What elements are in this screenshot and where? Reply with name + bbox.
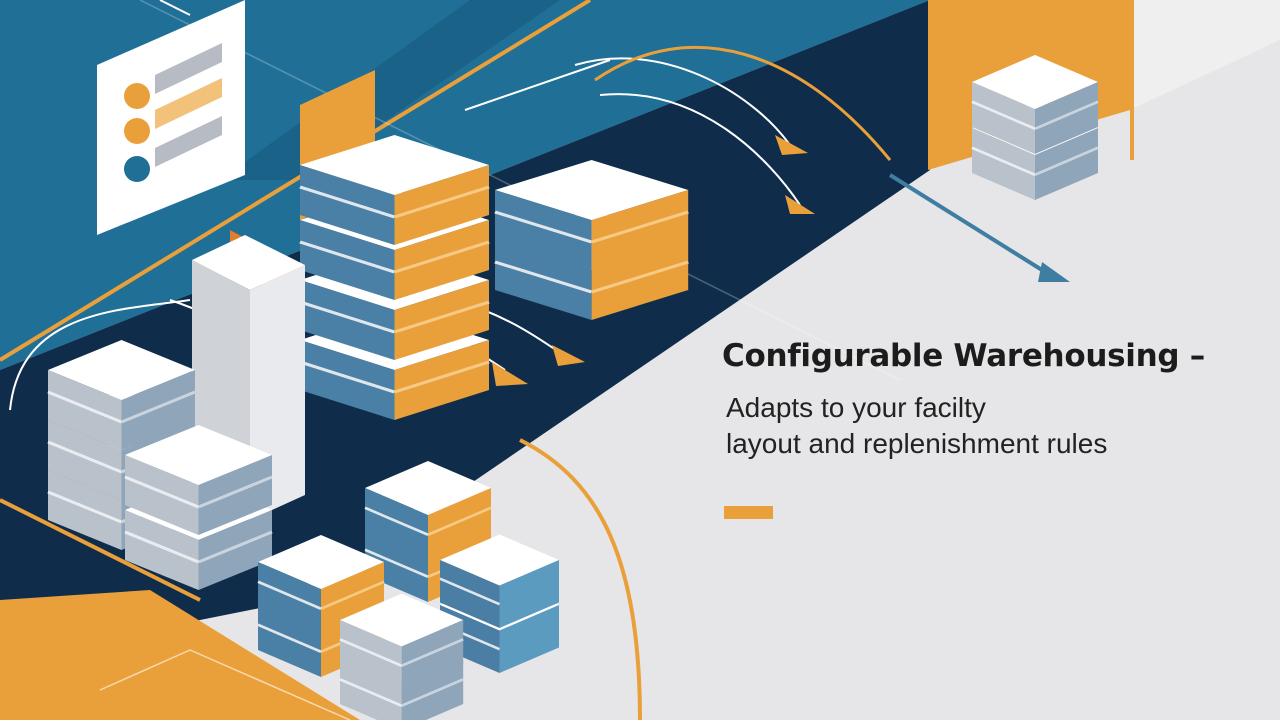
stack-top-right (970, 0, 1134, 202)
checklist-panel (97, 0, 245, 235)
stack-center-tall (300, 135, 489, 420)
subtitle-line-2: layout and replenishment rules (726, 428, 1108, 459)
subtitle-line-1: Adapts to your facilty (726, 392, 986, 423)
headline: Configurable Warehousing – (722, 338, 1205, 374)
accent-dash (724, 506, 773, 519)
stack-center-right (495, 160, 688, 320)
